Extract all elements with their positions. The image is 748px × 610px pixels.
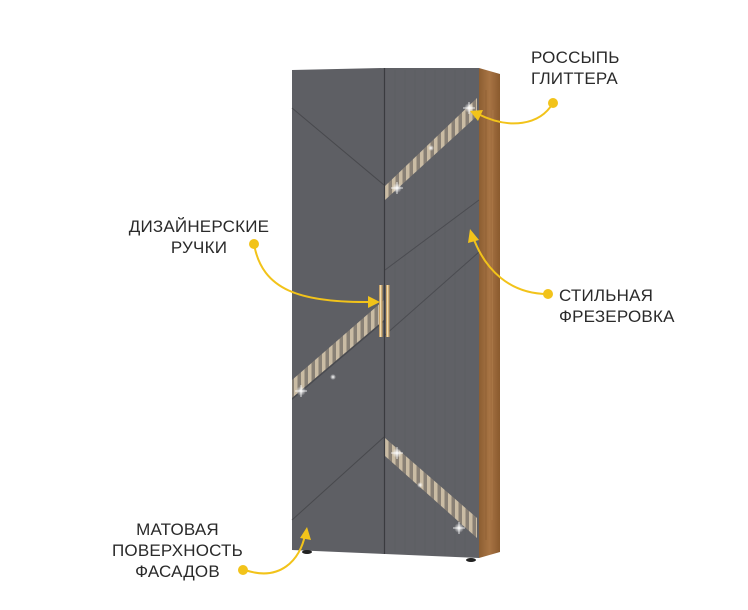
connector-handles <box>253 243 373 304</box>
sparkles <box>295 102 475 534</box>
callout-line: ДИЗАЙНЕРСКИЕ <box>128 217 270 236</box>
left-door <box>291 68 385 554</box>
connector-milling <box>472 236 549 295</box>
handles <box>379 285 390 337</box>
callout-line: РОССЫПЬ <box>531 48 620 67</box>
callout-line: МАТОВАЯ <box>136 520 219 539</box>
arrowhead-glitter <box>470 110 483 121</box>
foot <box>466 558 476 562</box>
callout-matte-label: МАТОВАЯ ПОВЕРХНОСТЬ ФАСАДОВ <box>100 519 255 582</box>
callout-arrowheads <box>300 110 483 540</box>
callout-milling-label: СТИЛЬНАЯ ФРЕЗЕРОВКА <box>559 285 675 327</box>
callout-connectors <box>244 102 554 575</box>
foot <box>302 550 312 554</box>
callout-line: ГЛИТТЕРА <box>531 69 618 88</box>
callout-line: РУЧКИ <box>170 238 228 257</box>
callout-line: ФАСАДОВ <box>135 562 220 581</box>
connector-matte <box>244 534 306 575</box>
callout-line: ФРЕЗЕРОВКА <box>559 307 675 326</box>
wardrobe-side-panel <box>479 68 500 558</box>
arrowhead-handles <box>368 296 380 308</box>
right-door <box>384 68 480 558</box>
callout-dots <box>238 98 558 575</box>
arrowhead-milling <box>468 229 479 243</box>
callout-glitter-label: РОССЫПЬ ГЛИТТЕРА <box>531 47 620 89</box>
arrowhead-matte <box>300 527 311 540</box>
connector-glitter <box>477 102 554 125</box>
callout-handles-label: ДИЗАЙНЕРСКИЕ РУЧКИ <box>114 216 284 258</box>
callout-line: ПОВЕРХНОСТЬ <box>112 541 243 560</box>
callout-line: СТИЛЬНАЯ <box>559 286 654 305</box>
